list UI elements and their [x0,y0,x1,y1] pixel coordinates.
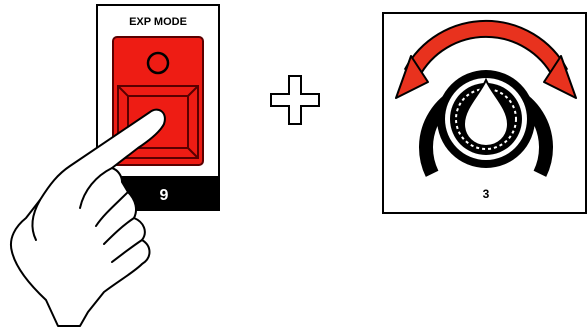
led-indicator [148,53,168,73]
knob-panel: 3 [383,13,586,213]
hand-pointer-icon [11,110,165,326]
plus-icon [271,76,319,124]
knob-number: 3 [483,187,490,201]
exp-mode-label: EXP MODE [129,16,187,28]
knob-icon[interactable] [437,70,535,168]
button-number: 9 [160,187,169,204]
